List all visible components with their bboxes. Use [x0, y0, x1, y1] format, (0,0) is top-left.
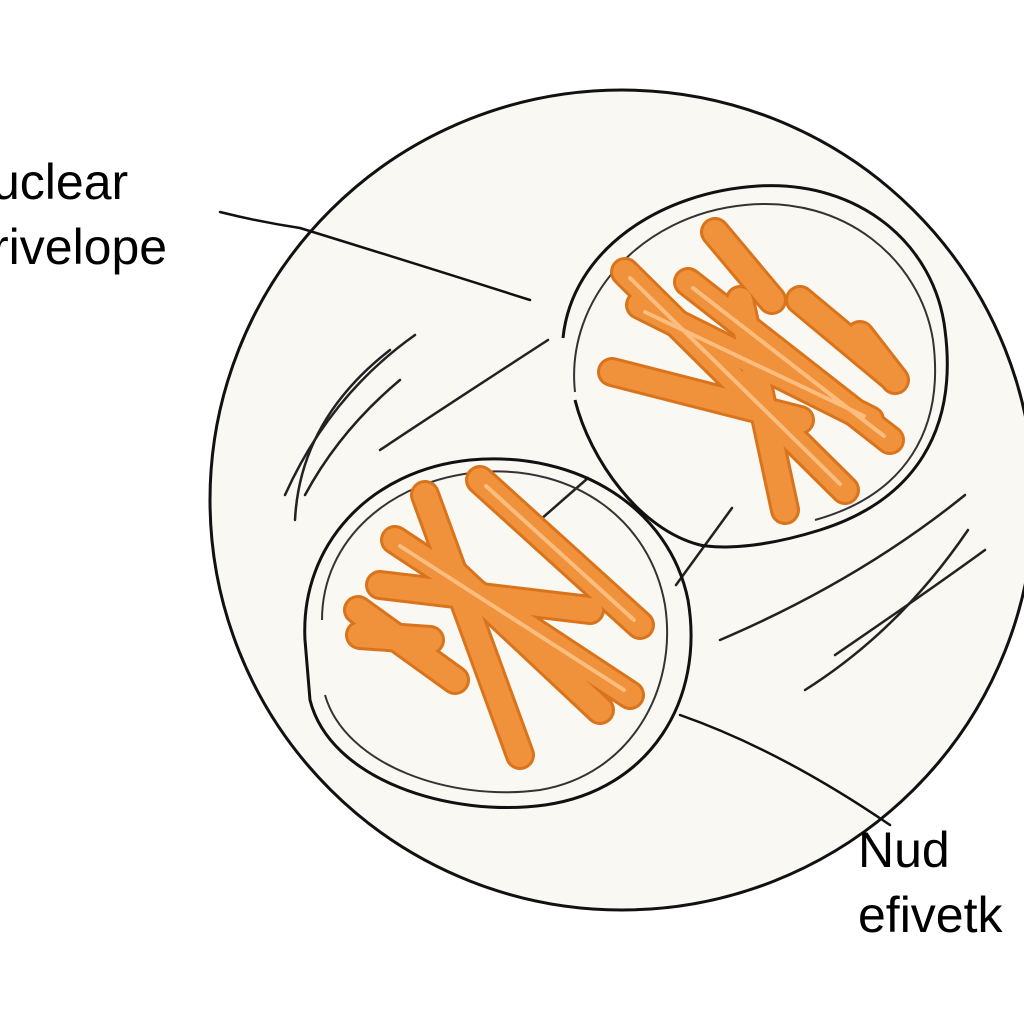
label-bottom-nuclear-envelope: Nud efivetk: [858, 818, 1003, 948]
label-top-line1: uclear: [0, 150, 167, 215]
label-top-nuclear-envelope: uclear rivelope: [0, 150, 167, 280]
label-bottom-line1: Nud: [858, 818, 1003, 883]
label-bottom-line2: efivetk: [858, 883, 1003, 948]
cell-membrane: [210, 90, 1024, 910]
label-top-line2: rivelope: [0, 215, 167, 280]
